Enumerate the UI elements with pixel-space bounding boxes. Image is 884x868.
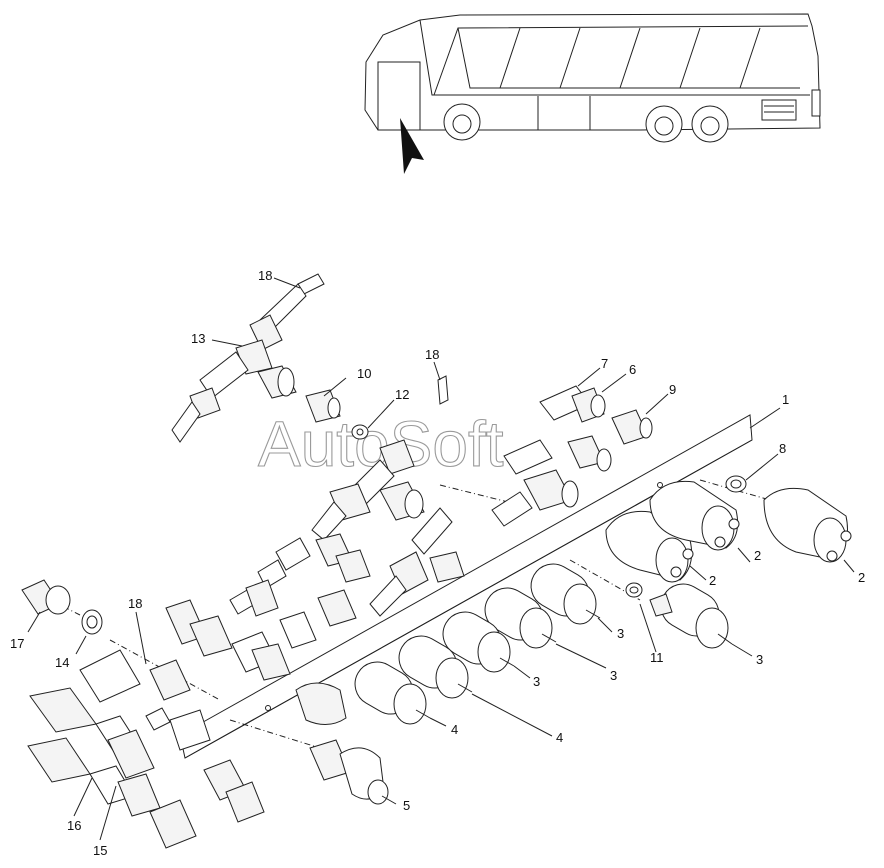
callout-3: 3 xyxy=(617,626,624,641)
callout-17: 17 xyxy=(10,636,24,651)
callout-18: 18 xyxy=(258,268,272,283)
callout-16: 16 xyxy=(67,818,81,833)
left-fittings-cluster xyxy=(21,579,357,849)
callout-14: 14 xyxy=(55,655,69,670)
callout-labels: 1 2 2 2 3 3 3 3 4 4 5 6 7 8 9 10 11 12 1… xyxy=(10,268,865,858)
callout-13: 13 xyxy=(191,331,205,346)
mid-fittings xyxy=(257,375,653,617)
callout-18: 18 xyxy=(128,596,142,611)
callout-2: 2 xyxy=(709,573,716,588)
callout-15: 15 xyxy=(93,843,107,858)
tee-fitting-assembly xyxy=(171,273,369,443)
callout-2: 2 xyxy=(754,548,761,563)
callout-9: 9 xyxy=(669,382,676,397)
callout-2: 2 xyxy=(858,570,865,585)
callout-3: 3 xyxy=(610,668,617,683)
callout-4: 4 xyxy=(556,730,563,745)
callout-3: 3 xyxy=(533,674,540,689)
callout-18: 18 xyxy=(425,347,439,362)
callout-5: 5 xyxy=(403,798,410,813)
bus-illustration xyxy=(364,13,821,174)
bottom-valve xyxy=(295,682,389,805)
solenoid-coils xyxy=(354,563,733,725)
callout-11: 11 xyxy=(650,650,664,665)
callout-1: 1 xyxy=(782,392,789,407)
callout-4: 4 xyxy=(451,722,458,737)
callout-8: 8 xyxy=(779,441,786,456)
callout-6: 6 xyxy=(629,362,636,377)
callout-10: 10 xyxy=(357,366,371,381)
callout-7: 7 xyxy=(601,356,608,371)
callout-3: 3 xyxy=(756,652,763,667)
location-arrow-icon xyxy=(400,118,424,174)
callout-12: 12 xyxy=(395,387,409,402)
leader-lines xyxy=(27,277,855,841)
watermark: AutoSoft xyxy=(258,408,504,480)
pressure-sensors xyxy=(605,475,852,583)
